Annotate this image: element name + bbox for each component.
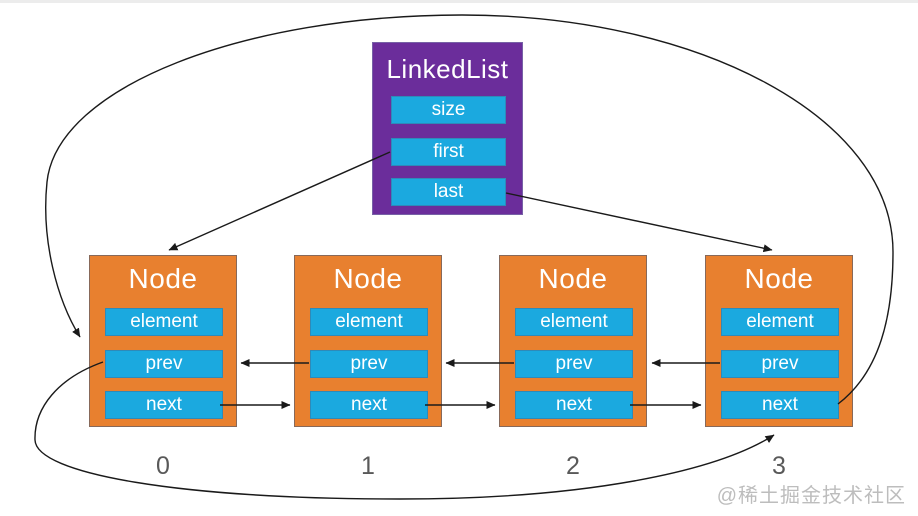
watermark-text: @稀土掘金技术社区 [716, 485, 906, 507]
arrow-first-to-node0 [168, 151, 391, 251]
linkedlist-box: LinkedList size first last [372, 42, 523, 215]
node-index-label-2: 2 [566, 452, 580, 480]
node-title: Node [128, 263, 198, 294]
node-box-3: Node element prev next [705, 255, 853, 427]
node2-field-prev: prev [515, 350, 633, 378]
node-box-0: Node element prev next [89, 255, 237, 427]
node-box-1: Node element prev next [294, 255, 442, 427]
node3-field-prev: prev [721, 350, 839, 378]
node-title: Node [744, 263, 814, 294]
node2-field-next: next [515, 391, 633, 419]
node3-field-next: next [721, 391, 839, 419]
top-strip-divider [0, 0, 918, 3]
linkedlist-field-size: size [391, 96, 506, 124]
node-title: Node [538, 263, 608, 294]
node-index-label-1: 1 [361, 452, 375, 480]
linkedlist-title: LinkedList [386, 54, 509, 84]
linkedlist-field-first: first [391, 138, 506, 166]
node0-field-element: element [105, 308, 223, 336]
node3-field-element: element [721, 308, 839, 336]
node-index-label-0: 0 [156, 452, 170, 480]
node0-field-next: next [105, 391, 223, 419]
node-index-label-3: 3 [772, 452, 786, 480]
linkedlist-field-last: last [391, 178, 506, 206]
node0-field-prev: prev [105, 350, 223, 378]
node1-field-element: element [310, 308, 428, 336]
node1-field-next: next [310, 391, 428, 419]
arrow-last-to-node3 [505, 192, 773, 253]
node2-field-element: element [515, 308, 633, 336]
node-title: Node [333, 263, 403, 294]
node-box-2: Node element prev next [499, 255, 647, 427]
node1-field-prev: prev [310, 350, 428, 378]
